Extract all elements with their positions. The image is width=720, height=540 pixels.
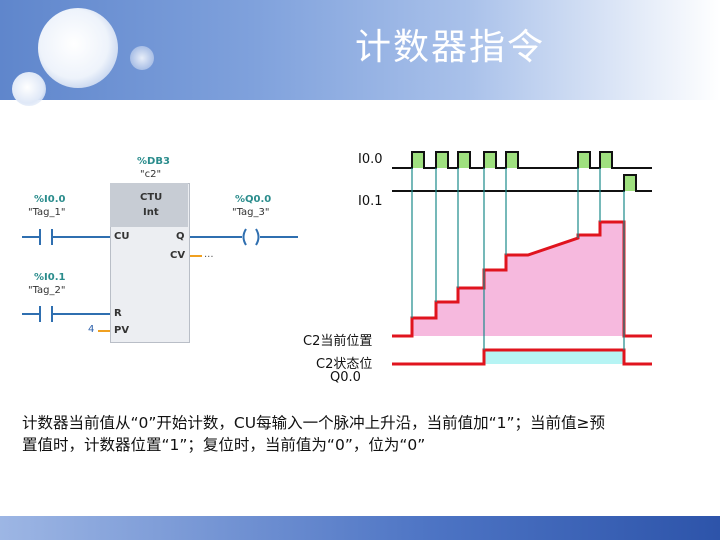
output-address: %Q0.0 (235, 194, 272, 205)
signal-label-cv: C2当前位置 (303, 334, 373, 349)
signal-label-i00: I0.0 (358, 152, 383, 167)
signal-label-i01: I0.1 (358, 194, 383, 209)
input2-tag: "Tag_2" (28, 285, 66, 296)
page-title: 计数器指令 (354, 27, 545, 68)
pv-value: 4 (88, 324, 95, 335)
block-datatype: Int (143, 207, 159, 218)
instance-address: %DB3 (137, 156, 170, 167)
signal-label-status: C2状态位 (316, 357, 373, 372)
header-band: 计数器指令 (0, 0, 720, 106)
pin-r: R (114, 308, 122, 319)
input1-address: %I0.0 (34, 194, 66, 205)
decor-bubble-small (12, 72, 46, 106)
pin-q: Q (176, 231, 185, 242)
decor-bubble-large (38, 8, 118, 88)
explanation-text: 计数器当前值从“0”开始计数，CU每输入一个脉冲上升沿，当前值加“1”；当前值≥… (22, 412, 702, 456)
footer-band (0, 516, 720, 540)
pin-cu: CU (114, 231, 130, 242)
counter-block-header (110, 183, 188, 227)
block-type: CTU (140, 192, 163, 203)
output-tag: "Tag_3" (232, 207, 270, 218)
pin-pv: PV (114, 325, 130, 336)
cv-output-value: ... (204, 249, 214, 260)
explanation-line-2: 置值时，计数器位置“1”；复位时，当前值为“0”，位为“0” (22, 436, 426, 454)
signal-label-q00: Q0.0 (330, 370, 361, 385)
explanation-line-1: 计数器当前值从“0”开始计数，CU每输入一个脉冲上升沿，当前值加“1”；当前值≥… (22, 414, 606, 432)
decor-bubble-right (130, 46, 154, 70)
instance-name: "c2" (140, 169, 162, 180)
input2-address: %I0.1 (34, 272, 66, 283)
input1-tag: "Tag_1" (28, 207, 66, 218)
pin-cv: CV (170, 250, 186, 261)
